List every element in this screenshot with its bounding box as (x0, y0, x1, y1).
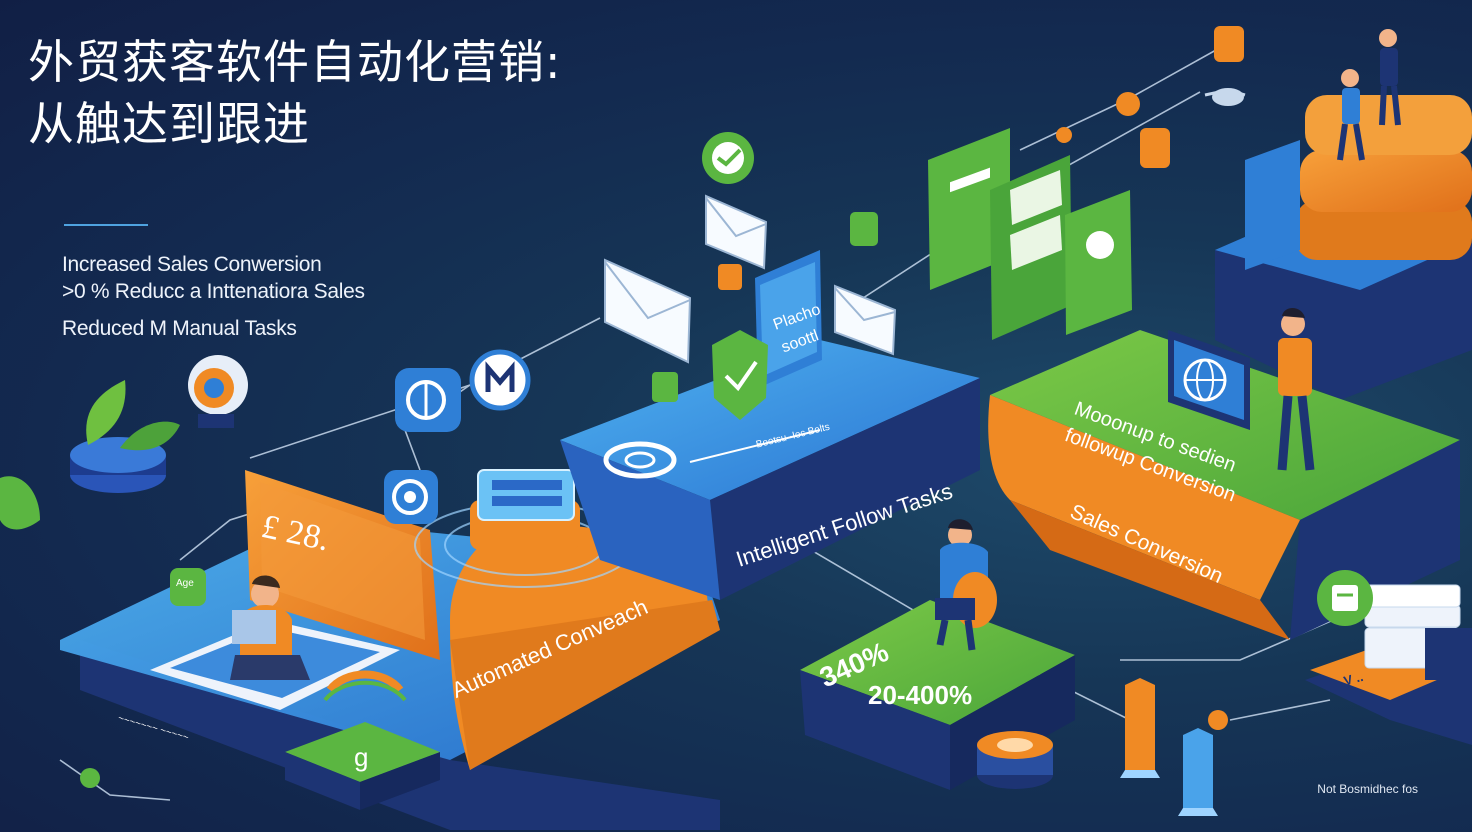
person-at-monitor (1277, 307, 1315, 471)
orange-mid-tag-icon (1140, 128, 1170, 168)
green-tag-icon (652, 372, 678, 402)
label-bottom-icon: g (354, 742, 369, 772)
drone-icon (1204, 88, 1246, 106)
bottom-pedestal (285, 722, 440, 810)
headline-line-2: 从触达到跟进 (28, 97, 310, 151)
seated-person (935, 519, 997, 651)
chat-window-cards (928, 128, 1132, 340)
stat-reduced-manual-tasks: Reduced M Manual Tasks (62, 317, 297, 340)
globe-monitor (1168, 330, 1250, 430)
envelope-icon-large (604, 258, 692, 364)
envelope-icon-small (834, 284, 897, 356)
receipt-icon (1317, 570, 1373, 626)
stat-reduce-international: >0 % Reducc a Inttenatiora Sales (62, 280, 365, 303)
stat-sales-conversion: Increased Sales Conwersion (62, 253, 322, 276)
top-right-platform (1215, 95, 1472, 400)
bar-towers (1120, 678, 1218, 816)
coin-pedestal (977, 731, 1053, 789)
orange-top-tag-icon (1214, 26, 1244, 62)
green-small-tag-icon (850, 212, 878, 246)
chat-bubble-icon (702, 132, 754, 184)
envelope-icons (604, 194, 897, 364)
conversion-platform (988, 330, 1460, 640)
plant-pedestal (0, 380, 180, 530)
floating-badges (170, 26, 1244, 606)
follow-platform (560, 250, 980, 600)
shield-check-icon (712, 330, 768, 420)
headline-underline (64, 224, 148, 226)
target-icon (395, 368, 461, 432)
globe-gauge-icon (188, 355, 248, 428)
standing-people (1337, 29, 1401, 161)
footnote: Not Bosmidhec fos (1317, 782, 1418, 796)
label-left-tag: Age (176, 578, 194, 589)
outreach-platform (60, 470, 720, 830)
central-device (414, 469, 636, 588)
envelope-icon-top (705, 194, 768, 270)
m-logo-icon (469, 349, 531, 411)
headline-line-1: 外贸获客软件自动化营销: (28, 35, 562, 89)
label-percent-range: 20-400% (868, 680, 973, 710)
green-left-tag-icon (170, 568, 206, 606)
paper-stack-desk (1305, 584, 1472, 745)
at-sign-icon (384, 470, 438, 524)
orange-tag-icon (718, 264, 742, 290)
